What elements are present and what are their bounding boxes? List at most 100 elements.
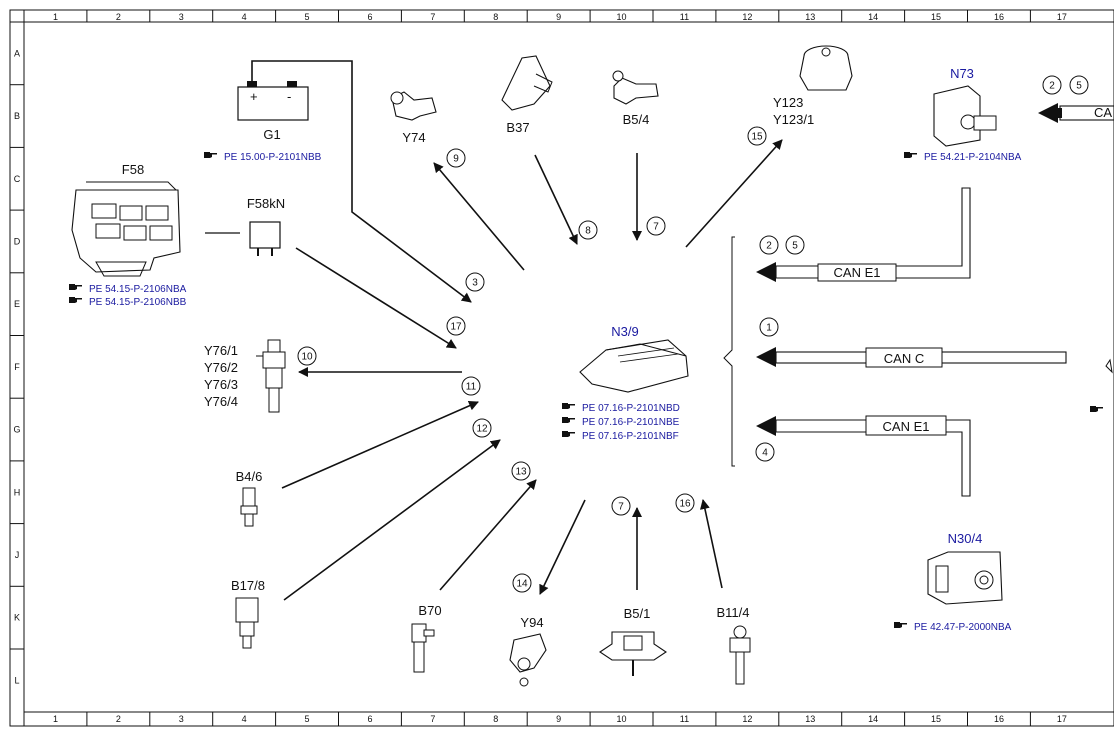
ref-g1[interactable]: PE 15.00-P-2101NBB xyxy=(224,152,322,163)
reference-pointer-icon xyxy=(562,431,575,437)
signal-number: 2 xyxy=(1049,81,1055,92)
label-can-e1-top: CAN E1 xyxy=(834,265,881,280)
signal-number: 14 xyxy=(516,579,528,590)
signal-number: 1 xyxy=(766,323,772,334)
label-b17-8: B17/8 xyxy=(231,578,265,593)
signal-number: 2 xyxy=(766,241,772,252)
valve-y94-icon xyxy=(509,633,547,687)
grid-row-label: B xyxy=(14,111,20,121)
grid-row-label: E xyxy=(14,299,20,309)
battery-minus-sign: - xyxy=(287,89,291,104)
label-can-e1-bottom: CAN E1 xyxy=(883,419,930,434)
reference-pointer-icon xyxy=(69,284,82,290)
signal-number-circle: 2 xyxy=(1042,75,1062,95)
pressure-sensor-b5-1-icon xyxy=(599,631,667,676)
grid-col-label: 15 xyxy=(931,714,941,724)
signal-number-circle: 11 xyxy=(461,376,481,396)
grid-col-label: 12 xyxy=(742,12,752,22)
grid-frame xyxy=(9,9,1114,727)
label-can-partial: CA xyxy=(1094,105,1112,120)
ref-n30-4[interactable]: PE 42.47-P-2000NBA xyxy=(914,622,1012,633)
signal-number-circle: 12 xyxy=(472,418,492,438)
grid-col-label: 15 xyxy=(931,12,941,22)
ref-n73[interactable]: PE 54.21-P-2104NBA xyxy=(924,152,1022,163)
grid-col-label: 4 xyxy=(242,12,247,22)
label-n30-4: N30/4 xyxy=(948,531,983,546)
grid-col-label: 13 xyxy=(805,714,815,724)
signal-number: 7 xyxy=(653,222,659,233)
grid-col-label: 7 xyxy=(430,12,435,22)
signal-number: 10 xyxy=(301,352,313,363)
grid-col-label: 6 xyxy=(367,714,372,724)
signal-number-circle: 14 xyxy=(512,573,532,593)
grid-col-label: 2 xyxy=(116,714,121,724)
ref-n3-9-a[interactable]: PE 07.16-P-2101NBD xyxy=(582,403,680,414)
grid-row-label: K xyxy=(14,613,20,623)
signal-number: 9 xyxy=(453,154,459,165)
fuse-box-f58-icon xyxy=(71,181,181,277)
grid-col-label: 17 xyxy=(1057,714,1067,724)
grid-col-label: 7 xyxy=(430,714,435,724)
reference-pointer-icon xyxy=(562,417,575,423)
label-g1: G1 xyxy=(263,127,280,142)
grid-col-label: 1 xyxy=(53,714,58,724)
can-e1-bottom-bus xyxy=(756,415,971,497)
signal-number-circle: 8 xyxy=(578,220,598,240)
label-y74: Y74 xyxy=(402,130,425,145)
label-y123: Y123 xyxy=(773,95,803,110)
ref-n3-9-c[interactable]: PE 07.16-P-2101NBF xyxy=(582,431,679,442)
grid-col-label: 11 xyxy=(680,714,689,724)
can-e1-top-bus xyxy=(756,187,971,282)
signal-number: 16 xyxy=(679,499,691,510)
grid-col-label: 8 xyxy=(493,714,498,724)
label-y76-2: Y76/2 xyxy=(204,360,238,375)
grid-col-label: 11 xyxy=(680,12,689,22)
signal-number: 5 xyxy=(792,241,798,252)
grid-col-label: 16 xyxy=(994,714,1004,724)
label-b4-6: B4/6 xyxy=(236,469,263,484)
valve-y123-icon xyxy=(799,45,853,91)
reference-pointer-icon xyxy=(69,297,82,303)
pedal-sensor-b37-icon xyxy=(501,55,553,111)
grid-col-label: 8 xyxy=(493,12,498,22)
reference-pointer-icon xyxy=(904,152,917,158)
signal-number: 8 xyxy=(585,226,591,237)
grid-col-label: 2 xyxy=(116,12,121,22)
label-b5-1: B5/1 xyxy=(624,606,651,621)
signal-number-circle: 5 xyxy=(1069,75,1089,95)
label-b37: B37 xyxy=(506,120,529,135)
signal-number-circle: 1 xyxy=(759,317,779,337)
signal-number: 15 xyxy=(751,132,763,143)
signal-number-circle: 5 xyxy=(785,235,805,255)
label-y94: Y94 xyxy=(520,615,543,630)
label-f58kn: F58kN xyxy=(247,196,285,211)
reference-pointer-icon xyxy=(1090,406,1103,412)
signal-number-circle: 7 xyxy=(646,216,666,236)
injector-y76-icon xyxy=(256,339,286,413)
ref-f58-a[interactable]: PE 54.15-P-2106NBA xyxy=(89,284,187,295)
grid-col-label: 14 xyxy=(868,714,878,724)
grid-row-label: L xyxy=(14,675,19,685)
valve-y74-icon xyxy=(390,91,437,121)
signal-number-circle: 10 xyxy=(297,346,317,366)
reference-pointer-icon xyxy=(204,152,217,158)
label-y123-1: Y123/1 xyxy=(773,112,814,127)
sensor-b17-8-icon xyxy=(235,597,259,649)
label-y76-1: Y76/1 xyxy=(204,343,238,358)
signal-number: 7 xyxy=(618,502,624,513)
ref-n3-9-b[interactable]: PE 07.16-P-2101NBE xyxy=(582,417,680,428)
grid-row-label: H xyxy=(14,487,21,497)
grid-col-label: 5 xyxy=(305,12,310,22)
ignition-switch-n73-icon xyxy=(933,85,997,147)
signal-number-circle: 16 xyxy=(675,493,695,513)
control-unit-n3-9-icon xyxy=(579,339,689,393)
label-b11-4: B11/4 xyxy=(716,605,749,620)
signal-number-circle: 13 xyxy=(511,461,531,481)
ref-f58-b[interactable]: PE 54.15-P-2106NBB xyxy=(89,297,187,308)
signal-number: 12 xyxy=(476,424,488,435)
grid-row-label: J xyxy=(15,550,20,560)
grid-col-label: 3 xyxy=(179,12,184,22)
